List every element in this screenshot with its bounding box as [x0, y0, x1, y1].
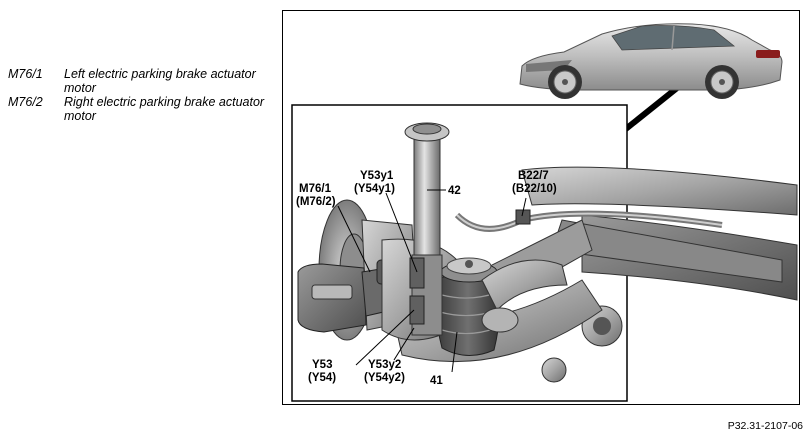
rear-axle-illustration: M76/1 (M76/2) Y53y1 (Y54y1) 42 B22/7 (B2…: [291, 23, 798, 402]
callout-y53y1: Y53y1: [360, 170, 394, 182]
legend-description: Left electric parking brake actuator mot…: [64, 67, 256, 95]
vehicle-icon: [519, 23, 783, 99]
callout-y54y2: (Y54y2): [364, 372, 405, 384]
callout-y53y2: Y53y2: [368, 359, 401, 371]
callout-b22-7: B22/7: [518, 170, 549, 182]
legend-code: M76/1: [8, 67, 43, 81]
callout-leaders: [337, 189, 527, 373]
callout-y54y1: (Y54y1): [354, 183, 395, 195]
callout-m76-1: M76/1: [299, 183, 332, 195]
legend-item: M76/1 Left electric parking brake actuat…: [8, 67, 278, 95]
figure-frame: [282, 10, 800, 405]
callout-41: 41: [430, 375, 443, 387]
callout-y54: (Y54): [308, 372, 336, 384]
legend: M76/1 Left electric parking brake actuat…: [8, 67, 278, 123]
callout-m76-2: (M76/2): [296, 196, 336, 208]
legend-code: M76/2: [8, 95, 43, 109]
callout-y53: Y53: [312, 359, 332, 371]
callout-42: 42: [448, 185, 461, 197]
legend-description: Right electric parking brake actuator mo…: [64, 95, 265, 123]
callout-labels: M76/1 (M76/2) Y53y1 (Y54y1) 42 B22/7 (B2…: [296, 170, 557, 387]
callout-b22-10: (B22/10): [512, 183, 557, 195]
rear-axle-assembly: [297, 122, 798, 383]
legend-item: M76/2 Right electric parking brake actua…: [8, 95, 278, 123]
figure-id: P32.31-2107-06: [727, 420, 803, 432]
